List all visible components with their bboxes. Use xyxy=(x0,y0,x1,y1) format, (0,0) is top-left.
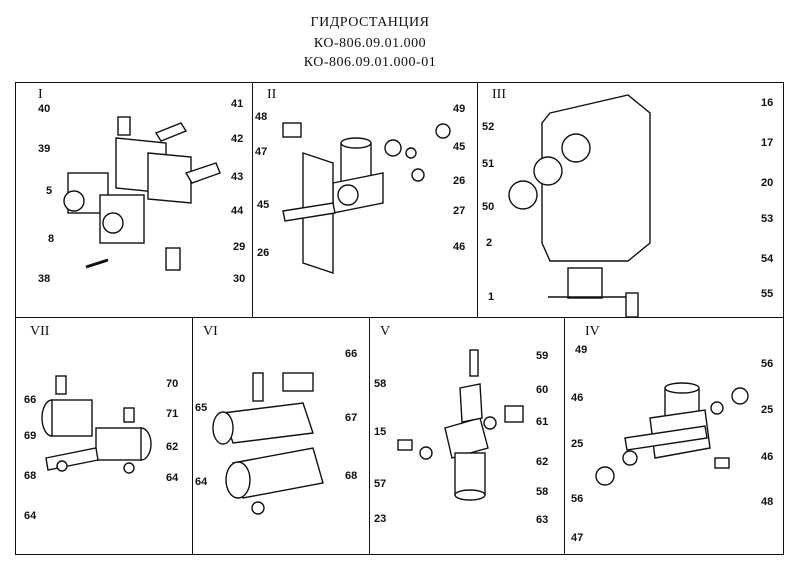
callout: 48 xyxy=(761,496,774,508)
panel-7: IV 49 46 25 56 47 56 25 46 48 xyxy=(564,317,784,555)
panel-4-drawing xyxy=(41,375,152,474)
callout: 49 xyxy=(575,344,588,356)
callout: 68 xyxy=(24,470,37,482)
panel-2-drawing xyxy=(282,122,451,274)
callout: 46 xyxy=(761,451,774,463)
panel-1: I 40 39 5 8 38 41 42 43 44 29 30 xyxy=(15,82,253,318)
callout: 26 xyxy=(453,175,466,187)
callout: 27 xyxy=(453,205,466,217)
callout: 45 xyxy=(453,141,466,153)
callout: 52 xyxy=(482,121,495,133)
callout: 57 xyxy=(374,478,387,490)
callout: 44 xyxy=(231,205,244,217)
callout: 55 xyxy=(761,288,774,300)
callout: 67 xyxy=(345,412,358,424)
callout: 46 xyxy=(571,392,584,404)
callout: 40 xyxy=(38,103,51,115)
callout: 62 xyxy=(536,456,549,468)
callout: 17 xyxy=(761,137,774,149)
panel-5-drawing xyxy=(212,372,324,515)
callout: 64 xyxy=(166,472,179,484)
callout: 53 xyxy=(761,213,774,225)
panel-2-roman: II xyxy=(267,87,277,102)
callout: 20 xyxy=(761,177,774,189)
callout: 43 xyxy=(231,171,244,183)
callout: 47 xyxy=(255,146,268,158)
panel-5-roman: VI xyxy=(203,324,218,339)
callout: 26 xyxy=(257,247,270,259)
callout: 64 xyxy=(195,476,208,488)
callout: 58 xyxy=(536,486,549,498)
callout: 2 xyxy=(486,237,493,249)
callout: 64 xyxy=(24,510,37,522)
callout: 30 xyxy=(233,273,246,285)
callout: 29 xyxy=(233,241,246,253)
callout: 63 xyxy=(536,514,549,526)
callout: 70 xyxy=(166,378,179,390)
callout: 56 xyxy=(761,358,774,370)
panel-7-drawing xyxy=(595,382,749,486)
callout: 38 xyxy=(38,273,51,285)
callout: 5 xyxy=(46,185,53,197)
callout: 66 xyxy=(24,394,37,406)
callout: 8 xyxy=(48,233,55,245)
panel-4: VII 66 69 68 64 70 71 62 64 xyxy=(15,317,193,555)
panel-6-drawing xyxy=(397,349,524,501)
panel-1-drawing xyxy=(63,116,221,271)
callout: 71 xyxy=(166,408,179,420)
panel-1-roman: I xyxy=(38,87,43,102)
callout: 65 xyxy=(195,402,208,414)
callout: 68 xyxy=(345,470,358,482)
callout: 48 xyxy=(255,111,268,123)
callout: 50 xyxy=(482,201,495,213)
drawing-number-2: КО-806.09.01.000-01 xyxy=(303,55,437,70)
panel-6-roman: V xyxy=(380,324,391,339)
callout: 47 xyxy=(571,532,584,544)
callout: 51 xyxy=(482,158,495,170)
callout: 61 xyxy=(536,416,549,428)
callout: 56 xyxy=(571,493,584,505)
callout: 41 xyxy=(231,98,244,110)
callout: 25 xyxy=(761,404,774,416)
callout: 23 xyxy=(374,513,387,525)
callout: 45 xyxy=(257,199,270,211)
callout: 42 xyxy=(231,133,244,145)
callout: 59 xyxy=(536,350,549,362)
callout: 49 xyxy=(453,103,466,115)
panel-5: VI 65 64 66 67 68 xyxy=(192,317,370,555)
panel-3: III 52 51 50 2 1 16 17 20 53 54 55 xyxy=(477,82,784,318)
callout: 58 xyxy=(374,378,387,390)
callout: 46 xyxy=(453,241,466,253)
callout: 15 xyxy=(374,426,387,438)
panel-3-drawing xyxy=(508,94,651,318)
callout: 16 xyxy=(761,97,774,109)
panel-3-roman: III xyxy=(492,87,506,102)
drawing-number-1: КО-806.09.01.000 xyxy=(313,36,427,51)
callout: 62 xyxy=(166,441,179,453)
callout: 39 xyxy=(38,143,51,155)
panel-6: V 58 15 57 23 59 60 61 62 58 63 xyxy=(369,317,565,555)
callout: 66 xyxy=(345,348,358,360)
panel-2: II 48 47 45 26 49 45 26 27 46 xyxy=(252,82,478,318)
callout: 1 xyxy=(488,291,495,303)
panel-7-roman: IV xyxy=(585,324,600,339)
callout: 54 xyxy=(761,253,774,265)
callout: 69 xyxy=(24,430,37,442)
callout: 60 xyxy=(536,384,549,396)
callout: 25 xyxy=(571,438,584,450)
drawing-title: ГИДРОСТАНЦИЯ xyxy=(310,15,430,30)
panel-4-roman: VII xyxy=(30,324,50,339)
